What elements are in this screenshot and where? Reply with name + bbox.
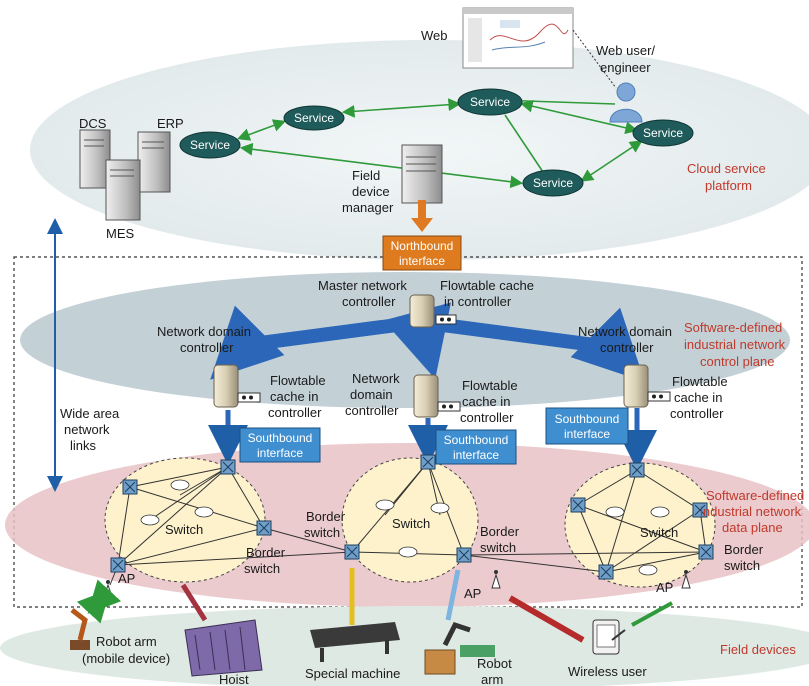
- svg-text:interface: interface: [453, 448, 499, 462]
- robot-arm-label: Robot arm: [477, 656, 515, 686]
- switch-icon: [692, 502, 708, 518]
- domain-controller-middle-icon: [413, 374, 461, 418]
- robot-arm-icon: [424, 621, 495, 675]
- domain-right: [564, 462, 716, 588]
- flowtable-master-label: Flowtable cache in controller: [440, 278, 538, 309]
- switch-label-right: Switch: [640, 525, 678, 540]
- service-node: Service: [457, 88, 523, 116]
- switch-icon: [598, 564, 614, 580]
- svg-text:Southbound: Southbound: [555, 412, 620, 426]
- switch-icon: [256, 520, 272, 536]
- flowtable-left-label: Flowtable cache in controller: [268, 373, 329, 420]
- web-label: Web: [421, 28, 448, 43]
- northbound-arrow: [411, 200, 433, 232]
- special-machine-icon: [310, 622, 400, 662]
- svg-text:Service: Service: [533, 176, 573, 190]
- robot-link: [445, 569, 461, 621]
- field-devices-label: Field devices: [720, 642, 796, 657]
- special-machine-label: Special machine: [305, 666, 400, 681]
- southbound-flow-arrows: [208, 408, 657, 470]
- robot-arm-link: [76, 579, 122, 624]
- southbound-interface-middle: Southbound interface: [435, 429, 517, 465]
- data-plane-links: [109, 461, 707, 586]
- border-switch-icon: [456, 547, 472, 563]
- data-plane-label: Software-defined industrial network data…: [700, 488, 808, 535]
- hoist-link: [180, 583, 208, 622]
- border-switch-label-middle-left: Border switch: [304, 509, 349, 540]
- switch-icon: [570, 497, 586, 513]
- dcs-server-icon: [79, 129, 111, 189]
- ap-label-right: AP: [656, 580, 673, 595]
- robot-arm-mobile-icon: [70, 608, 90, 650]
- hoist-label: Hoist: [219, 672, 249, 686]
- northbound-interface: Northbound interface: [382, 235, 462, 271]
- control-plane-label: Software-defined industrial network cont…: [684, 320, 789, 369]
- border-switch-label-middle-right: Border switch: [480, 524, 523, 555]
- svg-text:Northbound: Northbound: [391, 239, 454, 253]
- service-node: Service: [179, 131, 241, 159]
- hoist-icon: [184, 619, 263, 677]
- mes-label: MES: [106, 226, 135, 241]
- switch-icon: [420, 454, 436, 470]
- svg-text:Service: Service: [294, 111, 334, 125]
- flowtable-right-label: Flowtable cache in controller: [670, 374, 731, 421]
- svg-text:Service: Service: [190, 138, 230, 152]
- switch-icon: [110, 557, 126, 573]
- svg-text:Southbound: Southbound: [444, 433, 509, 447]
- ap-label-middle: AP: [464, 586, 481, 601]
- service-node: Service: [632, 119, 694, 147]
- border-switch-icon: [344, 544, 360, 560]
- wireless-user-label: Wireless user: [568, 664, 647, 679]
- domain-controller-left-icon: [213, 364, 261, 408]
- master-controller-icon: [409, 294, 457, 328]
- border-switch-label-left: Border switch: [244, 545, 289, 576]
- svg-text:Service: Service: [643, 126, 683, 140]
- service-node: Service: [522, 169, 584, 197]
- master-controller-label: Master network controller: [318, 278, 411, 309]
- erp-label: ERP: [157, 116, 184, 131]
- border-switch-icon: [698, 544, 714, 560]
- ap-antenna-icon: [491, 570, 501, 589]
- wireless-user-red-link: [508, 595, 585, 643]
- ap-antenna-icon: [681, 570, 691, 589]
- svg-text:Southbound: Southbound: [248, 431, 313, 445]
- border-switch-label-right: Border switch: [724, 542, 767, 573]
- service-node: Service: [283, 105, 345, 131]
- domain-middle: [341, 457, 479, 583]
- southbound-interface-left: Southbound interface: [239, 427, 321, 463]
- wireless-node-icons: [140, 479, 670, 576]
- switch-icon: [629, 462, 645, 478]
- field-device-manager-label: Field device manager: [342, 168, 394, 215]
- dcs-label: DCS: [79, 116, 107, 131]
- switch-icon: [122, 479, 138, 495]
- svg-text:interface: interface: [564, 427, 610, 441]
- svg-text:interface: interface: [257, 446, 303, 460]
- wireless-user-tablet-icon: [592, 619, 626, 655]
- svg-text:interface: interface: [399, 254, 445, 268]
- ap-label-left: AP: [118, 571, 135, 586]
- domain-left: [104, 457, 266, 583]
- domain-controller-right-label: Network domain controller: [578, 324, 676, 355]
- field-device-manager-server-icon: [401, 144, 443, 204]
- switch-label-left: Switch: [165, 522, 203, 537]
- domain-controller-middle-label: Network domain controller: [345, 371, 403, 418]
- svg-text:Service: Service: [470, 95, 510, 109]
- southbound-interface-right: Southbound interface: [545, 407, 629, 445]
- domain-controller-right-icon: [623, 364, 671, 408]
- erp-server-icon: [137, 131, 171, 193]
- cloud-platform-label: Cloud service platform: [687, 161, 769, 193]
- wireless-user-green-link: [631, 601, 673, 627]
- domain-controller-left-label: Network domain controller: [157, 324, 255, 355]
- switch-icon: [220, 459, 236, 475]
- web-user-label: Web user/ engineer: [596, 43, 659, 75]
- robot-arm-mobile-label: Robot arm (mobile device): [82, 634, 170, 666]
- flowtable-middle-label: Flowtable cache in controller: [460, 378, 521, 425]
- switch-label-middle: Switch: [392, 516, 430, 531]
- wan-label: Wide area network links: [60, 406, 123, 453]
- web-browser-icon: [462, 7, 574, 69]
- mes-server-icon: [105, 159, 141, 221]
- web-user-link: [572, 29, 617, 89]
